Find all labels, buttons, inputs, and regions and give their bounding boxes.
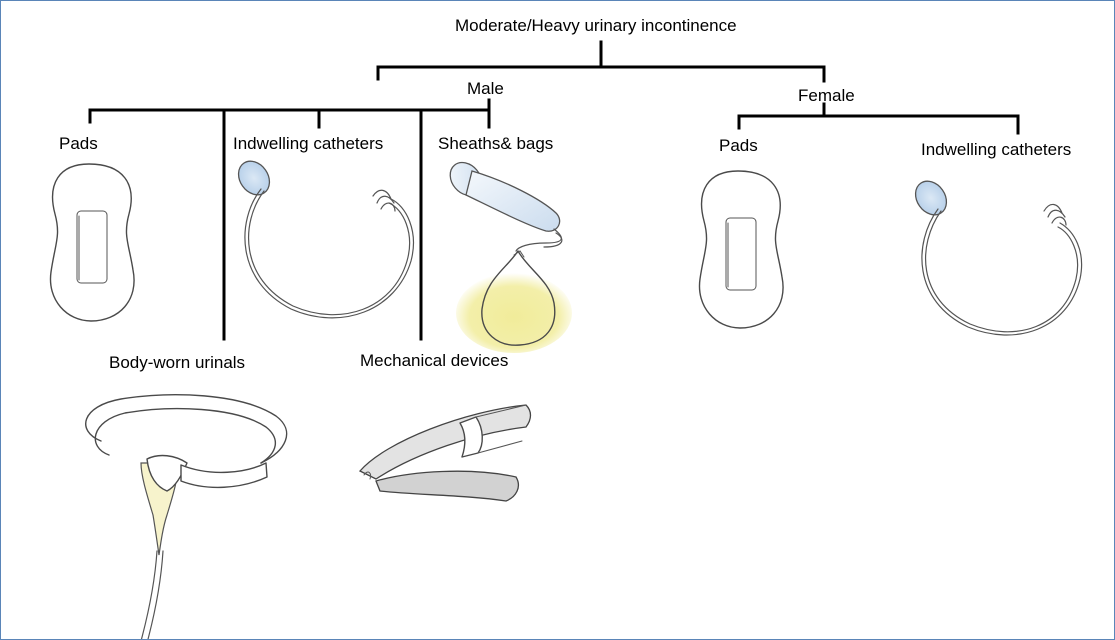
catheter-icon — [909, 175, 1081, 335]
male-mechanical-label: Mechanical devices — [360, 351, 508, 371]
root-title: Moderate/Heavy urinary incontinence — [455, 16, 737, 36]
penile-clamp-icon — [360, 405, 531, 501]
male-pads-label: Pads — [59, 134, 98, 154]
catheter-icon — [232, 155, 413, 318]
male-label: Male — [467, 79, 504, 99]
male-catheters-label: Indwelling catheters — [233, 134, 383, 154]
pad-icon — [699, 171, 783, 328]
male-urinals-label: Body-worn urinals — [109, 353, 245, 373]
female-catheters-label: Indwelling catheters — [921, 140, 1071, 160]
female-pads-label: Pads — [719, 136, 758, 156]
female-label: Female — [798, 86, 855, 106]
body-worn-urinal-icon — [86, 395, 287, 639]
sheath-bag-icon — [444, 156, 572, 353]
male-sheaths-label: Sheaths& bags — [438, 134, 553, 154]
pad-icon — [50, 164, 134, 321]
